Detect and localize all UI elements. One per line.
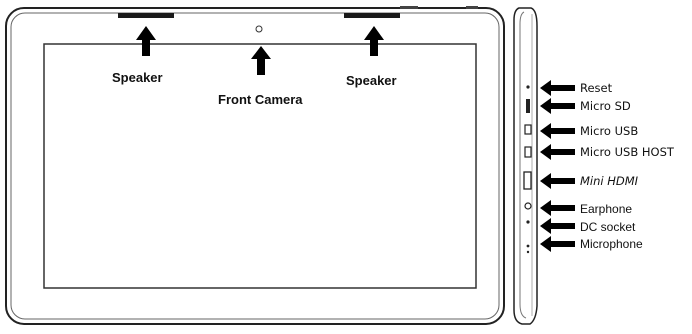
arrow-up-speaker-right (364, 26, 384, 56)
port-dc-socket (526, 220, 530, 224)
port-labels: Reset Micro SD Micro USB Micro USB HOST … (580, 81, 675, 251)
port-microphone (526, 244, 530, 248)
arrow-left-microphone (540, 236, 575, 252)
label-micro-sd: Micro SD (580, 99, 631, 113)
arrow-left-reset (540, 80, 575, 96)
arrow-up-front-camera (251, 46, 271, 75)
tablet-screen (43, 43, 477, 289)
speaker-grille-right (344, 13, 400, 18)
arrow-left-earphone (540, 200, 575, 216)
port-reset (526, 85, 530, 89)
port-mini-hdmi (523, 171, 532, 190)
speaker-grille-left (118, 13, 174, 18)
tablet-inner-bezel (10, 12, 500, 320)
label-microphone: Microphone (580, 237, 643, 251)
label-dc-socket: DC socket (580, 220, 636, 234)
label-micro-usb-host: Micro USB HOST (580, 145, 675, 159)
label-speaker-left: Speaker (112, 70, 163, 85)
side-body-ridge (519, 11, 527, 319)
arrow-left-mini-hdmi (540, 173, 575, 189)
port-micro-usb-host (524, 146, 532, 158)
side-body-outline (513, 7, 538, 325)
arrow-left-micro-usb (540, 123, 575, 139)
label-micro-usb: Micro USB (580, 124, 638, 138)
port-earphone (524, 202, 532, 210)
arrow-left-dc-socket (540, 218, 575, 234)
front-camera-lens (255, 25, 263, 33)
port-arrows (540, 80, 575, 252)
top-button-2 (466, 6, 478, 9)
label-earphone: Earphone (580, 202, 632, 216)
port-micro-usb (524, 124, 532, 135)
arrow-up-speaker-left (136, 26, 156, 56)
tablet-side-view (513, 7, 538, 325)
arrow-left-micro-sd (540, 98, 575, 114)
top-button-1 (400, 6, 418, 9)
tablet-front-view: Speaker Front Camera Speaker (5, 6, 505, 325)
arrow-left-micro-usb-host (540, 144, 575, 160)
label-mini-hdmi: Mini HDMI (580, 174, 639, 188)
label-speaker-right: Speaker (346, 73, 397, 88)
port-micro-sd (526, 99, 530, 113)
label-front-camera: Front Camera (218, 92, 303, 107)
side-dot-bottom (526, 250, 530, 254)
label-reset: Reset (580, 81, 613, 95)
